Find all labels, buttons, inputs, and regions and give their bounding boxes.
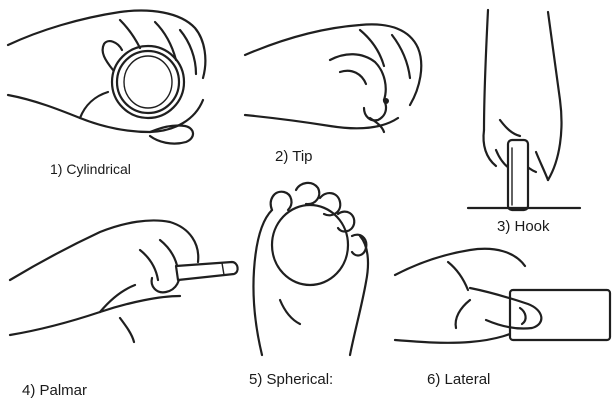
palmar-label: 4) Palmar xyxy=(22,382,87,399)
lateral-grip-illustration xyxy=(395,249,610,343)
tip-grip-illustration xyxy=(245,24,421,132)
cylindrical-grip-illustration xyxy=(8,11,205,144)
cylindrical-label: 1) Cylindrical xyxy=(50,161,131,177)
spherical-grip-illustration xyxy=(253,183,368,355)
spherical-label: 5) Spherical: xyxy=(249,371,333,388)
hook-label: 3) Hook xyxy=(497,218,550,235)
hook-grip-illustration xyxy=(468,10,580,210)
tip-label: 2) Tip xyxy=(275,148,313,165)
palmar-grip-illustration xyxy=(10,220,238,342)
lateral-label: 6) Lateral xyxy=(427,371,490,388)
